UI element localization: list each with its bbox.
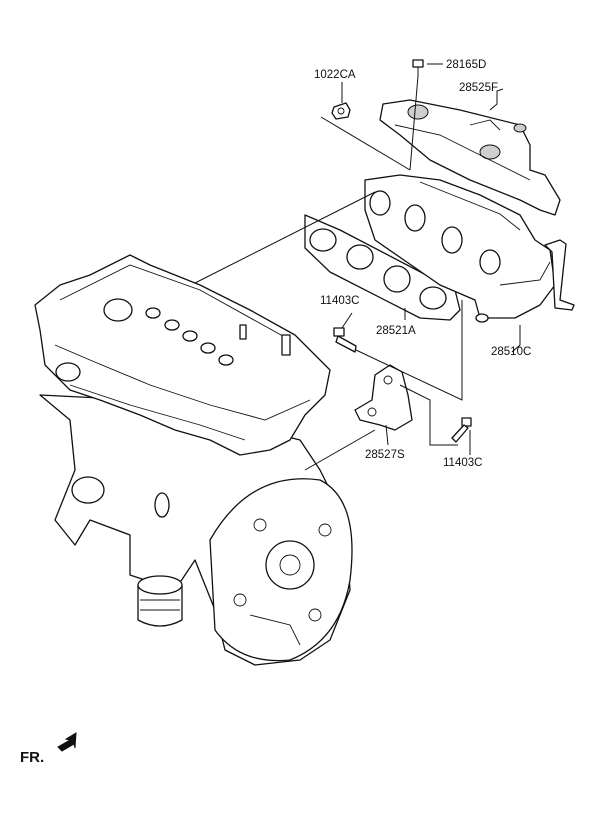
exhaust-manifold-gasket [304, 214, 461, 321]
label-1022ca: 1022CA [314, 69, 356, 81]
flywheel-housing [209, 478, 353, 662]
heat-shield [379, 99, 561, 216]
label-11403c-lower: 11403C [443, 457, 482, 469]
front-arrow-icon [57, 732, 77, 752]
valve-cover-bosses [55, 298, 291, 382]
exhaust-manifold [364, 174, 575, 323]
label-28525f: 28525F [459, 82, 498, 94]
water-outlet [71, 476, 105, 504]
engine-assembly [34, 254, 353, 666]
label-28521a: 28521A [376, 325, 416, 337]
bolt-11403c-lower-part [451, 417, 472, 443]
label-28165d: 28165D [446, 59, 486, 71]
label-28510c: 28510C [491, 346, 531, 358]
label-28527s: 28527S [365, 449, 405, 461]
front-label: FR. [20, 749, 44, 766]
bolt-28165d-part [412, 59, 424, 76]
bolt-11403c-upper-part [333, 327, 357, 353]
manifold-support-bracket [354, 364, 413, 431]
oil-filter [137, 575, 183, 627]
label-11403c-upper: 11403C [320, 295, 359, 307]
leader-lines [194, 63, 521, 471]
nut-1022ca-part [331, 102, 351, 120]
front-direction-indicator: FR. [20, 732, 77, 766]
